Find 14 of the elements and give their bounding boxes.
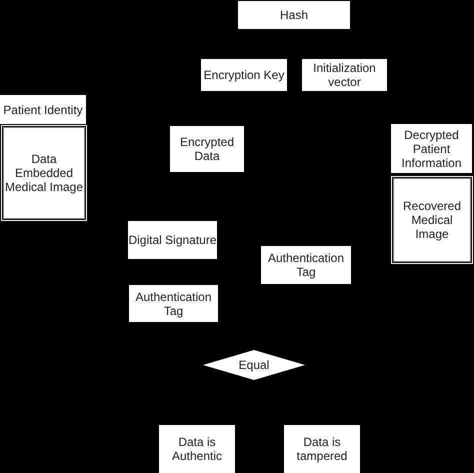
image-box: Recovered Medical Image [392, 177, 472, 263]
hash-box: Hash [238, 1, 350, 29]
result-box: Data is tampered [284, 425, 360, 473]
decision-diamond: Equal [203, 350, 305, 380]
signature-box: Digital Signature [128, 221, 217, 259]
result-box: Data is Authentic [159, 425, 235, 473]
encrypted-data-box: Encrypted Data [170, 126, 244, 172]
vector-box: Initialization vector [302, 59, 387, 91]
tag-box: Authentication Tag [261, 246, 351, 284]
identity-box: Patient Identity [0, 95, 86, 124]
tag-box: Authentication Tag [129, 285, 218, 322]
key-box: Encryption Key [201, 59, 287, 91]
image-box: Data Embedded Medical Image [2, 126, 86, 220]
patient-info-box: Decrypted Patient Information [391, 124, 472, 173]
